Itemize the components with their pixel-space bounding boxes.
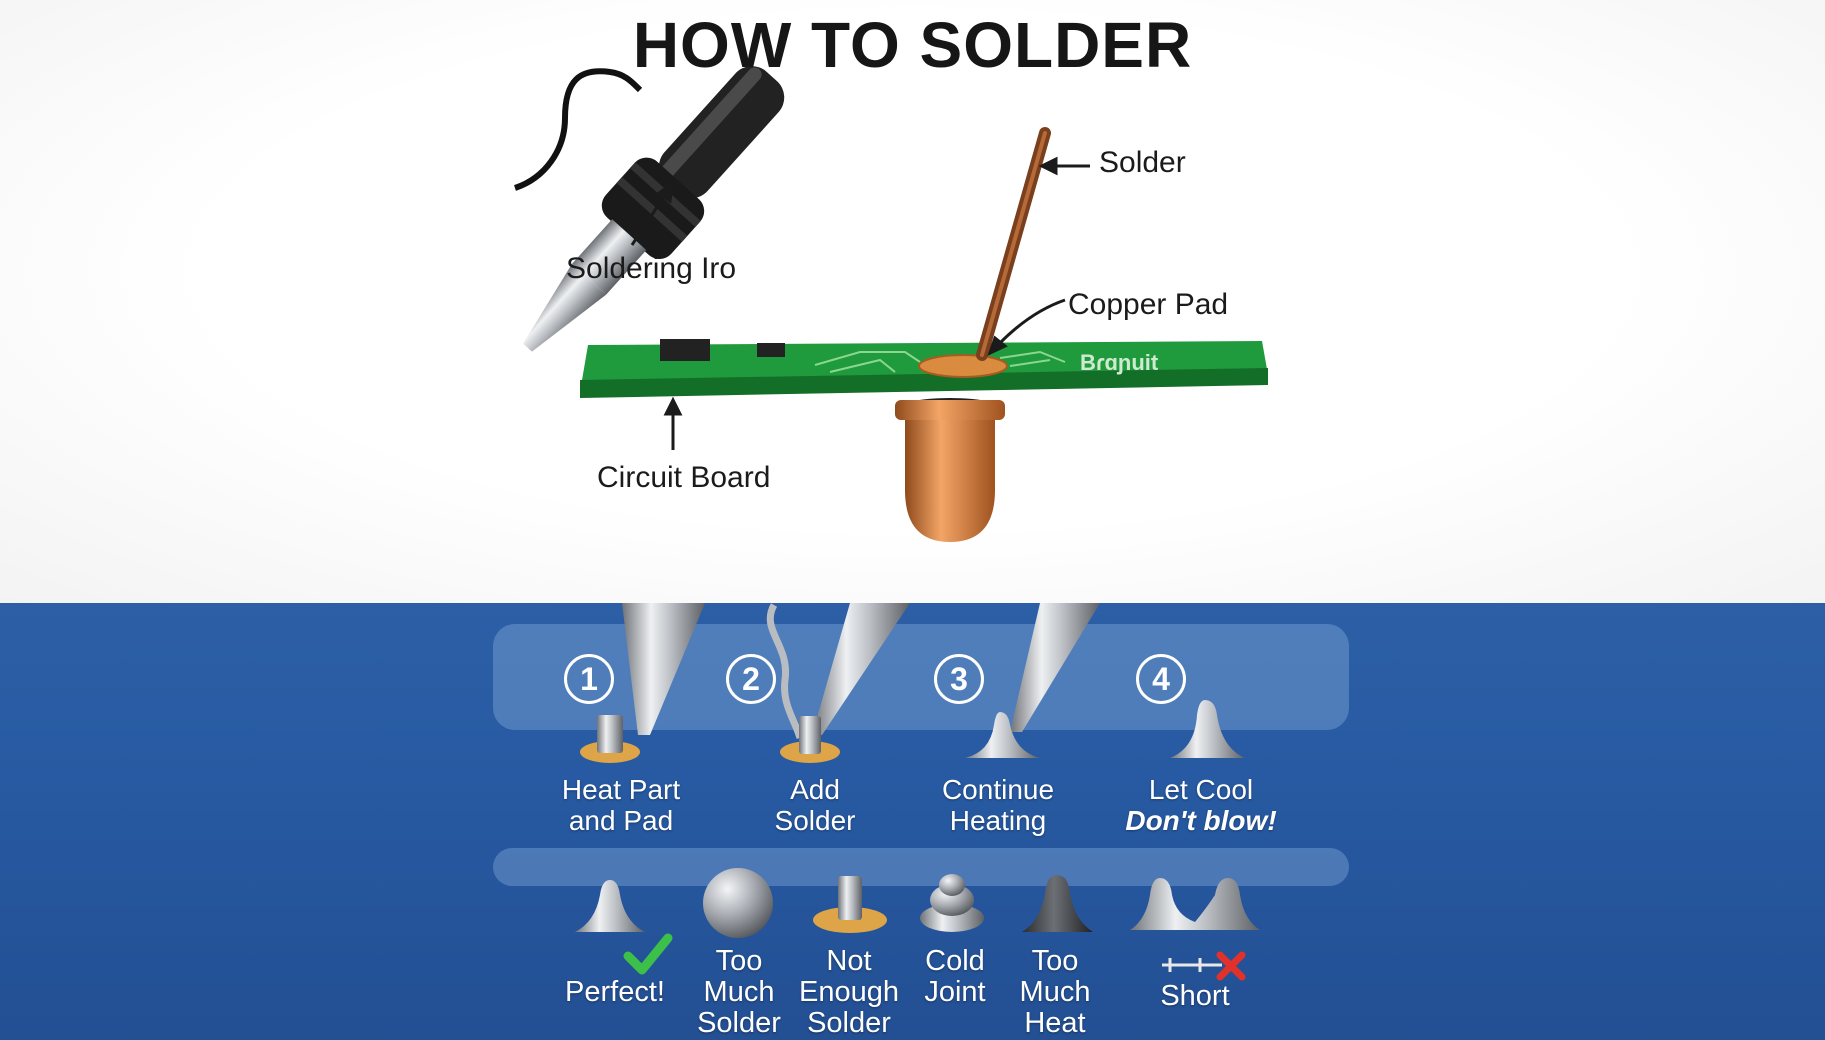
label-soldering-iron: Soldering Iro [566, 252, 737, 285]
step-3-illustration [965, 603, 1100, 758]
quality-not-enough-solder-line-1: Not [826, 945, 872, 977]
step-2-caption: Add Solder [715, 774, 915, 836]
short-bridge-icon [1162, 958, 1222, 972]
circuit-board-icon: Bɾɑɲuit [580, 339, 1268, 398]
step-4-line-1: Let Cool [1148, 774, 1254, 805]
cross-icon [1216, 951, 1246, 981]
quality-too-much-heat-caption: Too Much Heat [985, 946, 1125, 1039]
page-title: HOW TO SOLDER [632, 9, 1193, 81]
step-4-emphasis: Don't blow! [1125, 805, 1277, 836]
step-4-caption: Let Cool Don't blow! [1101, 774, 1301, 836]
perfect-joint-illustration [575, 880, 645, 932]
step-1-number: 1 [564, 654, 614, 704]
quality-too-much-solder-line-1: Too [715, 945, 763, 977]
step-3-number: 3 [934, 654, 984, 704]
step-2-number: 2 [726, 654, 776, 704]
quality-not-enough-solder-line-3: Solder [807, 1007, 891, 1039]
step-4-number: 4 [1136, 654, 1186, 704]
step-2-line-1: Add [790, 774, 840, 805]
quality-too-much-solder-line-2: Much [703, 976, 775, 1008]
board-print: Bɾɑɲuit [1080, 350, 1159, 375]
quality-cold-joint-line-2: Joint [924, 976, 986, 1008]
quality-short-line-1: Short [1160, 980, 1230, 1012]
label-arrows [630, 156, 1090, 450]
quality-cold-joint-caption: Cold Joint [885, 946, 1025, 1008]
step-1-caption: Heat Part and Pad [521, 774, 721, 836]
too-much-solder-illustration [703, 868, 773, 938]
quality-short-caption: Short [1125, 981, 1265, 1012]
quality-band [493, 848, 1349, 886]
step-3-line-1: Continue [941, 774, 1055, 805]
iron-cable [513, 68, 643, 191]
cold-joint-illustration [920, 874, 984, 932]
label-copper-pad: Copper Pad [1068, 288, 1229, 321]
not-enough-solder-illustration [813, 876, 887, 933]
step-2-illustration [766, 603, 910, 763]
short-illustration [1130, 878, 1260, 930]
step-1-line-1: Heat Part [561, 774, 681, 805]
step-1-illustration [580, 603, 705, 763]
quality-cold-joint-line-1: Cold [925, 945, 985, 977]
quality-not-enough-solder-line-2: Enough [799, 976, 899, 1008]
step-2-line-2: Solder [774, 805, 856, 836]
step-1-line-2: and Pad [568, 805, 674, 836]
label-circuit-board: Circuit Board [597, 461, 771, 494]
quality-too-much-heat-line-2: Much [1019, 976, 1091, 1008]
quality-too-much-heat-line-1: Too [1031, 945, 1079, 977]
quality-perfect-line-1: Perfect! [565, 976, 665, 1008]
quality-not-enough-solder-caption: Not Enough Solder [779, 946, 919, 1039]
step-3-caption: Continue Heating [898, 774, 1098, 836]
label-solder: Solder [1099, 146, 1186, 179]
quality-too-much-heat-line-3: Heat [1024, 1007, 1086, 1039]
step-4-illustration [1170, 700, 1245, 758]
step-3-line-2: Heating [949, 805, 1047, 836]
quality-perfect-caption: Perfect! [545, 977, 685, 1008]
check-icon [623, 933, 673, 975]
soldering-iron-icon [523, 66, 785, 352]
copper-pin-icon [895, 398, 1005, 542]
too-much-heat-illustration [1022, 875, 1093, 932]
steps-panel [0, 603, 1825, 1040]
quality-too-much-solder-line-3: Solder [697, 1007, 781, 1039]
quality-too-much-solder-caption: Too Much Solder [669, 946, 809, 1039]
